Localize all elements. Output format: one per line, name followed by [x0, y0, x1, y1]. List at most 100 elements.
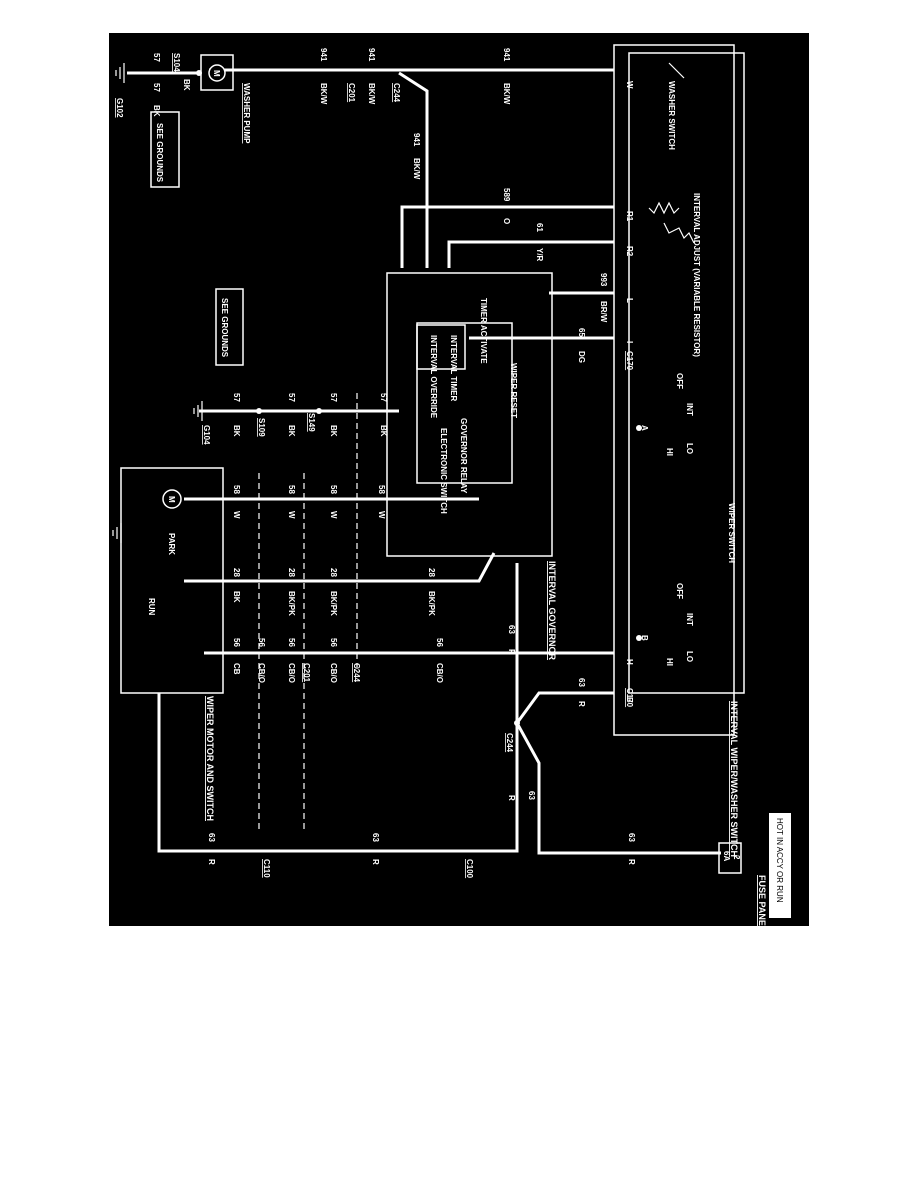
wiper-motor-icon — [162, 489, 182, 509]
label-fuse-panel: FUSE PANEL — [757, 875, 767, 926]
label-c244-bottom: C244 — [505, 733, 514, 753]
label-58-a: 58 — [377, 485, 386, 494]
label-58-b: 58 — [329, 485, 338, 494]
label-run: RUN — [147, 598, 156, 616]
label-28-c: 28 — [287, 568, 296, 577]
label-58-d: 58 — [232, 485, 241, 494]
label-bkpk-b: BK/PK — [329, 591, 338, 616]
label-interval-override: INTERVAL OVERRIDE — [429, 335, 438, 419]
label-c201-mid: C201 — [302, 663, 311, 683]
pos-hi-2: HI — [665, 658, 674, 666]
label-timer-activate: TIMER ACTIVATE — [479, 298, 488, 364]
resistor-arc-icon — [663, 222, 695, 244]
label-brw: BR/W — [599, 301, 608, 323]
label-wiper-reset: WIPER RESET — [509, 363, 518, 418]
label-63-b: 63 — [577, 678, 586, 687]
washer-pump-motor-icon — [208, 64, 226, 82]
label-941-d: 941 — [502, 48, 511, 62]
label-yr: Y/R — [535, 248, 544, 262]
label-65: 65 — [577, 328, 586, 337]
ground-g102-icon — [115, 63, 125, 83]
pin-i: I — [625, 341, 634, 343]
label-28-b: 28 — [329, 568, 338, 577]
pin-l: L — [625, 298, 634, 303]
label-bk-d: BK — [232, 425, 241, 437]
wire-28 — [184, 552, 496, 583]
label-c244-mid: C244 — [352, 663, 361, 683]
wire-63-top — [515, 563, 614, 728]
label-s109: S109 — [257, 418, 266, 437]
hot-label-box — [769, 813, 791, 918]
wiper-motor-box — [120, 467, 224, 694]
label-r-c: R — [507, 795, 516, 801]
label-57-a: 57 — [379, 393, 388, 402]
label-wiper-switch: WIPER SWITCH — [727, 503, 736, 563]
pos-int-2: INT — [685, 613, 694, 626]
wiper-washer-wiring-diagram: 57 S104 57 BK BK G102 SEE GROUNDS SEE GR… — [112, 44, 791, 926]
label-washer-pump: WASHER PUMP — [242, 83, 251, 144]
label-g104: G104 — [202, 425, 211, 445]
pos-hi-1: HI — [665, 448, 674, 456]
label-r-e: R — [371, 859, 380, 865]
label-w-d: W — [232, 511, 241, 519]
label-c201-top: C201 — [347, 83, 356, 103]
label-r-a: R — [507, 649, 516, 655]
label-w-b: W — [329, 511, 338, 519]
label-electronic-switch: ELECTRONIC SWITCH — [439, 428, 448, 514]
pos-off-1: OFF — [675, 373, 684, 389]
label-bk-2: BK — [152, 105, 161, 117]
governor-inner-box — [416, 322, 513, 484]
label-57-c: 57 — [287, 393, 296, 402]
label-cbo-b: CB/O — [329, 663, 338, 683]
label-g102: G102 — [115, 98, 124, 118]
label-cbo-d: CB/O — [257, 663, 266, 683]
label-61: 61 — [535, 223, 544, 232]
washer-switch-contact-icon — [668, 62, 685, 79]
label-56-a: 56 — [435, 638, 444, 647]
see-grounds-box-1 — [150, 111, 180, 188]
label-governor-relay: GOVERNOR RELAY — [459, 418, 468, 494]
splice-s104 — [196, 70, 202, 76]
switch-mark-b — [636, 635, 642, 641]
label-see-grounds-1: SEE GROUNDS — [155, 123, 164, 183]
timer-box — [416, 324, 466, 370]
interval-switch-box — [613, 44, 735, 736]
pos-off-2: OFF — [675, 583, 684, 599]
ground-g104-icon — [193, 401, 203, 421]
mark-b: B — [640, 635, 649, 641]
label-941-c: 941 — [412, 133, 421, 147]
label-941-a: 941 — [319, 48, 328, 62]
label-57-d: 57 — [232, 393, 241, 402]
label-interval-adjust: INTERVAL ADJUST (VARIABLE RESISTOR) — [692, 193, 701, 357]
wire-63-motor — [157, 693, 519, 853]
wire-61 — [447, 240, 614, 268]
label-bkw-b: BK/W — [367, 83, 376, 105]
pin-b: B — [625, 697, 634, 703]
wire-63-fuse — [515, 722, 721, 855]
label-pump-m: M — [212, 70, 221, 77]
pos-lo-1: LO — [685, 443, 694, 454]
label-bkpk-c: BK/PK — [287, 591, 296, 616]
wire-941-branch — [398, 71, 429, 268]
label-c170-top: C170 — [625, 351, 634, 371]
label-56-d: 56 — [257, 638, 266, 647]
label-28-a: 28 — [427, 568, 436, 577]
label-see-grounds-2: SEE GROUNDS — [220, 298, 229, 358]
label-cbo-a: CB/O — [435, 663, 444, 683]
label-bkw-a: BK/W — [319, 83, 328, 105]
label-w-c: W — [287, 511, 296, 519]
pin-h: H — [625, 659, 634, 665]
wire-589 — [400, 205, 614, 268]
label-cb: CB — [232, 663, 241, 675]
label-bk-e: BK — [232, 591, 241, 603]
interval-governor-box — [386, 272, 553, 557]
label-r-f: R — [207, 859, 216, 865]
label-c100: C100 — [465, 859, 474, 879]
label-63-c: 63 — [527, 791, 536, 800]
label-bk-a: BK — [379, 425, 388, 437]
label-r-d: R — [627, 859, 636, 865]
label-bkpk-a: BK/PK — [427, 591, 436, 616]
label-bkw-d: BK/W — [502, 83, 511, 105]
label-63-d: 63 — [627, 833, 636, 842]
label-washer-switch: WASHER SWITCH — [667, 81, 676, 150]
